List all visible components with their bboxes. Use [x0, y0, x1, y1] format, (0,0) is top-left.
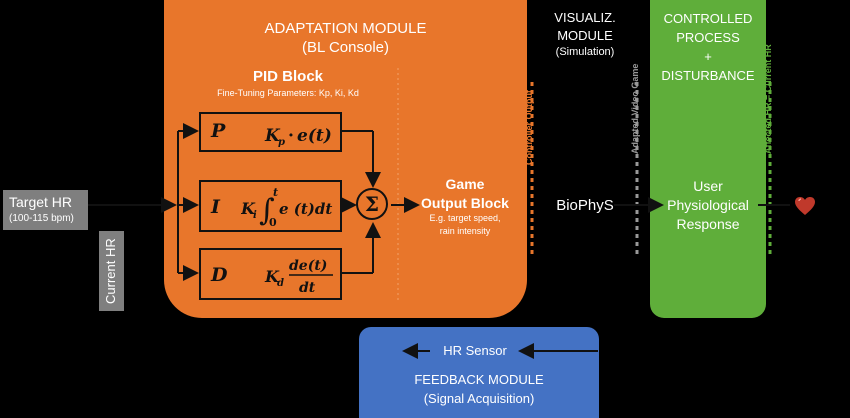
feedback-module	[359, 327, 599, 418]
svg-text:K: K	[264, 126, 281, 146]
visualiz-title-line1: VISUALIZ.	[554, 10, 616, 25]
svg-text:K: K	[264, 267, 280, 286]
svg-text:dt: dt	[299, 280, 316, 296]
controlled-title-plus: +	[704, 49, 712, 64]
svg-text:e(t): e(t)	[297, 126, 332, 146]
sum-junction: Σ	[356, 188, 388, 220]
heart-icon	[795, 197, 815, 215]
d-formula: K d de(t) dt	[264, 258, 333, 296]
svg-text:0: 0	[269, 216, 277, 229]
target-hr-box: Target HR (100-115 bpm)	[3, 190, 88, 230]
controlled-title-line1: CONTROLLED	[663, 11, 753, 26]
pid-title: PID Block	[252, 68, 324, 85]
d-block: D K d de(t) dt	[199, 248, 342, 300]
pid-subtitle: Fine-Tuning Parameters: Kp, Ki, Kd	[217, 88, 359, 98]
svg-text:d: d	[277, 278, 284, 289]
svg-text:e (t)dt: e (t)dt	[279, 200, 332, 218]
game-output-note-line2: rain intensity	[439, 226, 491, 236]
svg-text:K: K	[241, 199, 256, 218]
game-output-note-line1: E.g. target speed,	[429, 213, 501, 223]
current-hr-label: Current HR	[103, 238, 118, 304]
adaptation-subtitle: (BL Console)	[302, 39, 389, 56]
target-hr-range: (100-115 bpm)	[9, 213, 74, 224]
p-label: P	[211, 120, 226, 142]
adaptation-title: ADAPTATION MODULE	[264, 20, 427, 37]
user-response-line2: Physiological	[667, 197, 749, 213]
game-output-title-line1: Game	[445, 176, 485, 192]
svg-text:·: ·	[288, 126, 294, 146]
feedback-title: FEEDBACK MODULE	[414, 372, 544, 387]
visualiz-title-line2: MODULE	[557, 28, 613, 43]
svg-text:∫: ∫	[259, 193, 275, 228]
visualiz-subtitle: (Simulation)	[555, 46, 615, 58]
p-block: P K p · e(t)	[199, 112, 342, 152]
sum-symbol: Σ	[364, 192, 380, 216]
hr-sensor-label: HR Sensor	[443, 343, 507, 358]
controlled-title-line4: DISTURBANCE	[661, 68, 755, 83]
biophys-label: BioPhyS	[556, 197, 614, 214]
controlled-title-line2: PROCESS	[676, 30, 740, 45]
svg-text:i: i	[253, 210, 257, 221]
adapted-video-game-label: Adapted Video Game	[630, 63, 640, 154]
feedback-subtitle: (Signal Acquisition)	[423, 391, 535, 406]
game-output-title-line2: Output Block	[421, 195, 509, 211]
controller-output-label: Controller Output	[524, 90, 534, 165]
svg-text:p: p	[278, 137, 285, 148]
svg-text:t: t	[273, 186, 278, 199]
svg-text:de(t): de(t)	[289, 258, 327, 274]
user-response-line1: User	[693, 178, 723, 194]
current-hr-box: Current HR	[99, 231, 124, 311]
p-formula: K p · e(t)	[264, 126, 332, 148]
i-label: I	[211, 196, 220, 218]
i-formula: K i ∫ t 0 e (t)dt	[241, 186, 332, 229]
controlled-process-module	[650, 0, 766, 318]
user-response-line3: Response	[676, 216, 740, 232]
i-block: I K i ∫ t 0 e (t)dt	[199, 180, 342, 232]
target-hr-label: Target HR	[9, 194, 73, 210]
d-label: D	[211, 264, 228, 286]
